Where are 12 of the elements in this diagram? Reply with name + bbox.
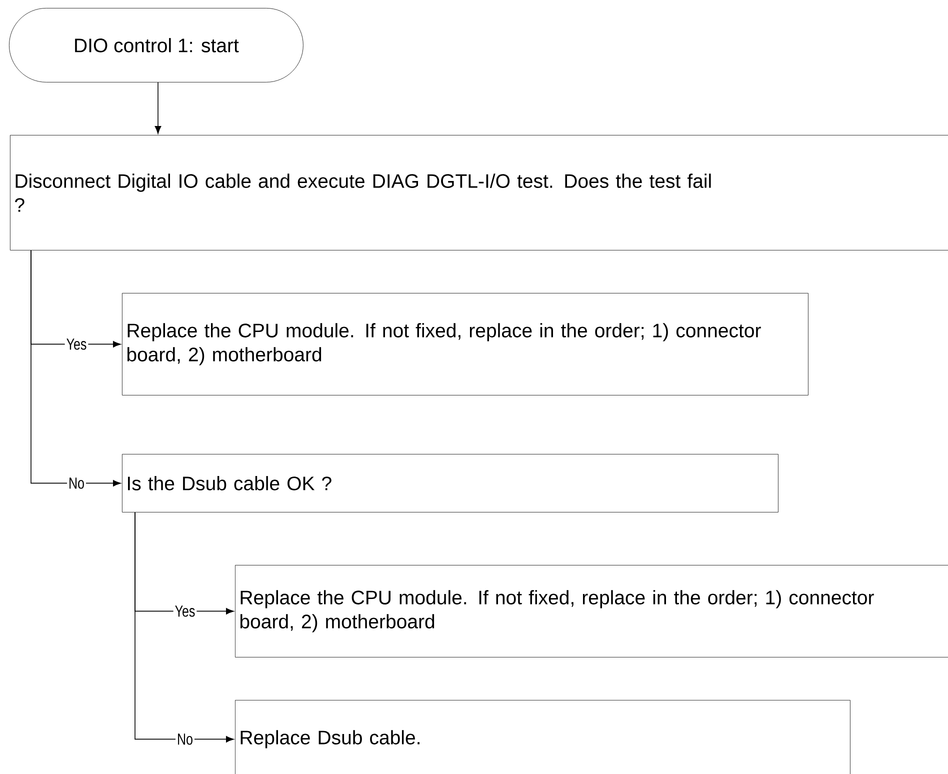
decision-box: Is the Dsub cable OK ? xyxy=(122,454,778,512)
edge-label: Yes xyxy=(66,338,86,350)
edge-label: No xyxy=(178,734,192,745)
process-box: Replace the CPU module. If not fixed, replace in the order; 1) connector board, 2) motherboard xyxy=(122,293,808,396)
process-box: Replace Dsub cable. xyxy=(235,700,850,774)
arrow xyxy=(134,512,234,742)
process-box: Replace the CPU module. If not fixed, replace in the order; 1) connector board, 2) motherboard xyxy=(235,565,948,658)
edge-label: No xyxy=(70,478,84,489)
arrow xyxy=(30,250,121,486)
edge-label: Yes xyxy=(175,606,195,617)
arrow xyxy=(154,82,162,134)
process-box: Disconnect Digital IO cable and execute DIAG DGTL-I/O test. Does the test fail ? xyxy=(10,135,948,250)
